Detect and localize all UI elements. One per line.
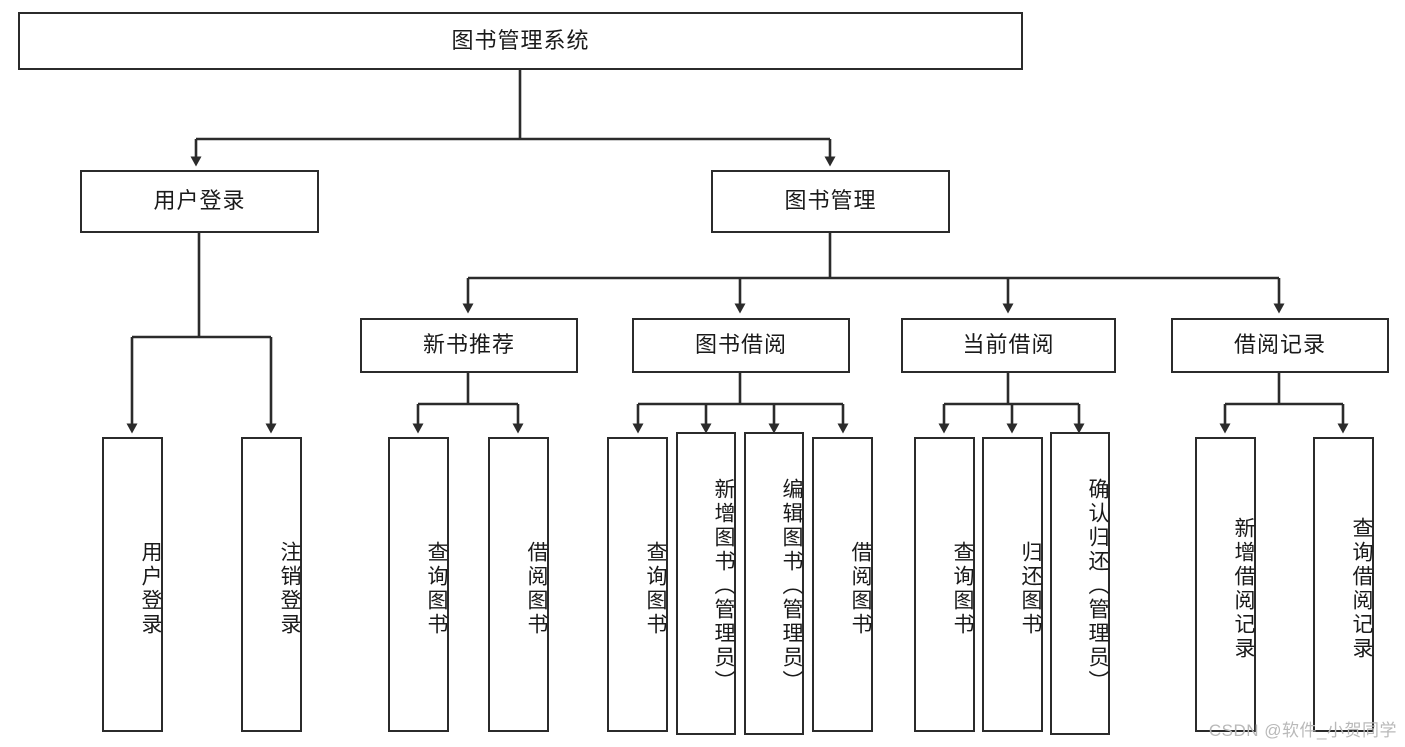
leaf-current-borrow-confirm-return-admin[interactable]: 确认归还（管理员） [1050,432,1110,735]
node-label: 查询图书 [951,540,974,637]
node-label: 用户登录 [139,540,162,637]
node-root-book-management-system[interactable]: 图书管理系统 [18,12,1023,70]
node-label: 查询借阅记录 [1350,516,1373,661]
node-current-borrow[interactable]: 当前借阅 [901,318,1116,373]
node-label: 查询图书 [425,540,448,637]
node-label: 归还图书 [1019,540,1042,637]
leaf-current-borrow-query-book[interactable]: 查询图书 [914,437,975,732]
leaf-borrow-book-edit-book-admin[interactable]: 编辑图书（管理员） [744,432,804,735]
node-label: 确认归还（管理员） [1086,477,1109,694]
node-label: 图书管理 [784,188,877,214]
node-user-login[interactable]: 用户登录 [80,170,319,233]
node-label: 图书借阅 [694,332,787,358]
node-borrow-record[interactable]: 借阅记录 [1171,318,1389,373]
node-label: 借阅记录 [1233,332,1326,358]
leaf-current-borrow-return-book[interactable]: 归还图书 [982,437,1043,732]
node-label: 借阅图书 [525,540,548,637]
leaf-user-login-logout[interactable]: 注销登录 [241,437,302,732]
node-book-management[interactable]: 图书管理 [711,170,950,233]
node-book-borrow[interactable]: 图书借阅 [632,318,850,373]
node-label: 查询图书 [644,540,667,637]
leaf-borrow-record-add-record[interactable]: 新增借阅记录 [1195,437,1256,732]
node-label: 新增图书（管理员） [712,477,735,694]
leaf-borrow-book-query-book[interactable]: 查询图书 [607,437,668,732]
leaf-borrow-book-add-book-admin[interactable]: 新增图书（管理员） [676,432,736,735]
node-label: 新增借阅记录 [1232,516,1255,661]
node-label: 新书推荐 [422,332,515,358]
node-label: 当前借阅 [962,332,1055,358]
node-label: 注销登录 [278,540,301,637]
leaf-new-book-query-book[interactable]: 查询图书 [388,437,449,732]
node-label: 图书管理系统 [451,27,590,53]
node-new-book-recommend[interactable]: 新书推荐 [360,318,578,373]
leaf-user-login-login[interactable]: 用户登录 [102,437,163,732]
node-label: 编辑图书（管理员） [780,477,803,694]
node-label: 借阅图书 [849,540,872,637]
leaf-new-book-borrow-book[interactable]: 借阅图书 [488,437,549,732]
leaf-borrow-book-borrow-book[interactable]: 借阅图书 [812,437,873,732]
leaf-borrow-record-query-record[interactable]: 查询借阅记录 [1313,437,1374,732]
node-label: 用户登录 [153,188,246,214]
